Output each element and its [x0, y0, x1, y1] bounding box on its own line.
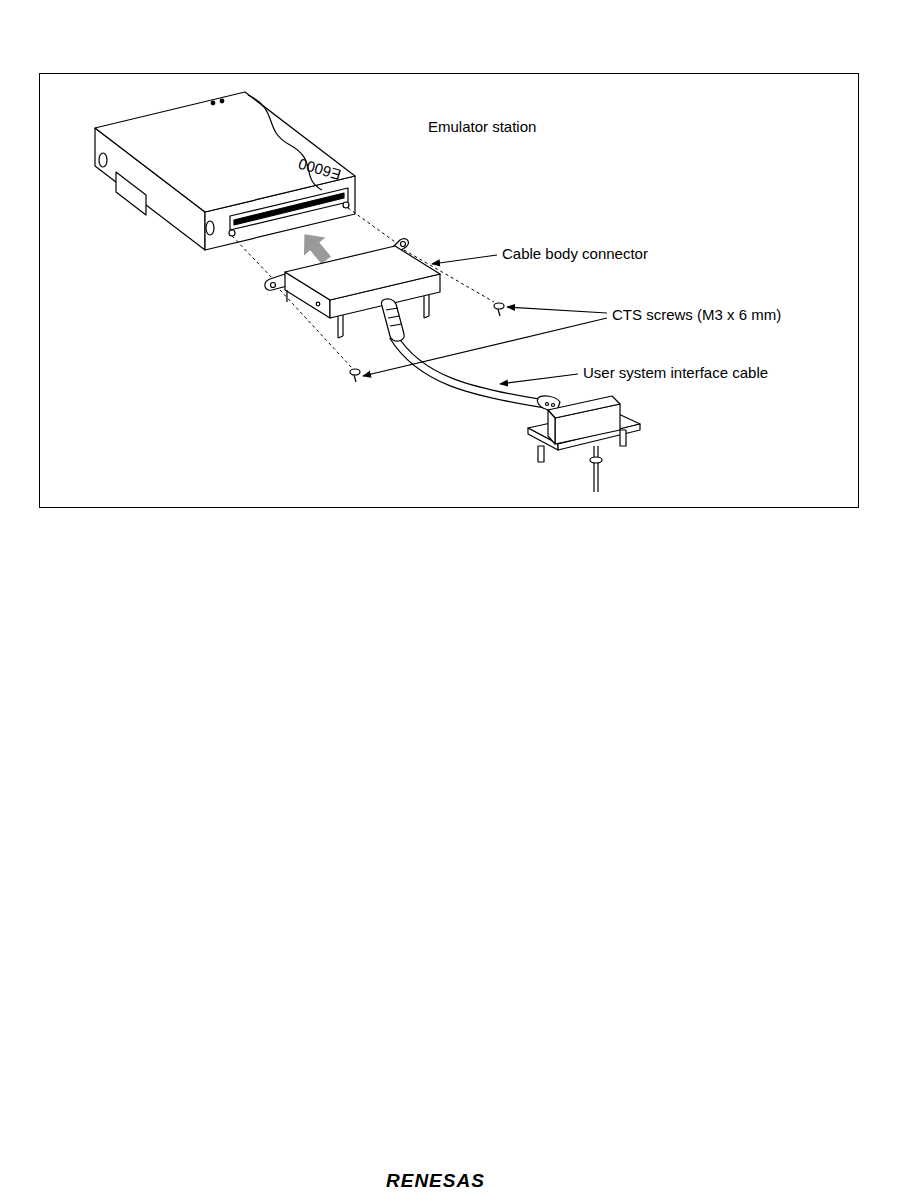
part-name: CTS screws (M3 x 6 mm)	[612, 306, 781, 324]
part-name: User system interface cable	[583, 364, 768, 382]
part-name: Cable body connector	[502, 245, 648, 263]
interface-cable-drawing	[381, 299, 640, 492]
frame	[40, 74, 859, 508]
cable-body-connector-drawing	[265, 239, 440, 338]
model-marking: E6000	[296, 154, 343, 183]
leader-lines	[363, 255, 607, 384]
screw-symbol	[350, 303, 504, 382]
logo-text: RENESAS	[386, 1170, 485, 1192]
emulator-station-drawing	[95, 92, 355, 250]
alignment-lines	[232, 208, 494, 368]
part-name: Emulator station	[428, 118, 536, 136]
